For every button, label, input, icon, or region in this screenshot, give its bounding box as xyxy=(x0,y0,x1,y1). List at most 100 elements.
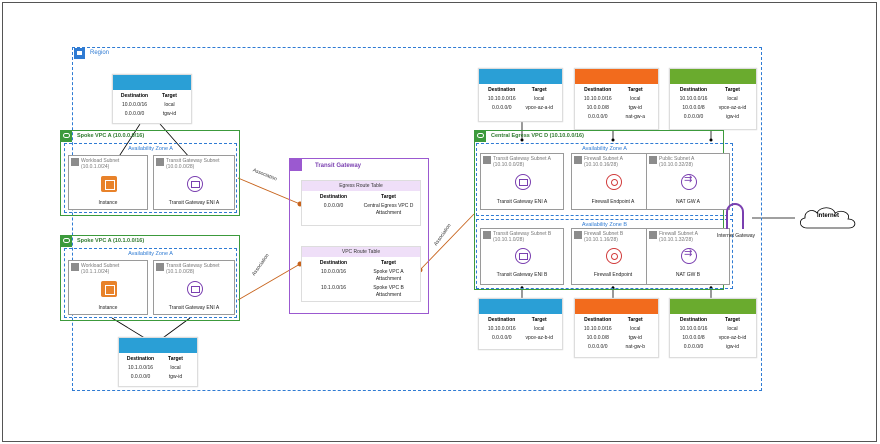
spoke-a-az-label: Availability Zone A xyxy=(128,146,173,152)
lock-icon xyxy=(156,158,164,166)
rt-cell: 0.0.0.0/0 xyxy=(323,203,344,209)
nat-gateway-label: NAT GW B xyxy=(675,272,701,278)
subnet-cidr: (10.1.1.0/24) xyxy=(81,269,110,275)
lock-icon xyxy=(156,263,164,271)
vpc-route-table-title: VPC Route Table xyxy=(302,247,420,257)
rt-cell: 0.0.0.0/0 xyxy=(492,105,512,111)
instance-icon xyxy=(101,176,117,192)
lock-icon xyxy=(574,156,582,164)
rt-col-target: Target xyxy=(168,356,183,362)
rt-cell: tgw-id xyxy=(628,335,642,341)
rt-cell: 0.0.0.0/0 xyxy=(683,344,704,350)
rt-cell: vpce-az-a-id xyxy=(525,105,553,111)
rt-cell: 10.10.0.0/16 xyxy=(679,96,708,102)
rt-cell: Spoke VPC A Attachment xyxy=(373,269,404,282)
spoke-b-workload-subnet: Workload Subnet(10.1.1.0/24) Instance xyxy=(68,260,148,315)
rt-cell: local xyxy=(534,96,545,102)
nat-gateway-label: NAT GW A xyxy=(676,199,700,205)
rt-col-destination: Destination xyxy=(488,87,516,93)
internet-gateway-label: Internet Gateway xyxy=(716,233,756,239)
egress-fw-subnet-a: Firewall Subnet A(10.10.0.16/28) Firewal… xyxy=(571,153,655,210)
subnet-name: Transit Gateway Subnet xyxy=(166,158,220,164)
rt-cell: 10.1.0.0/16 xyxy=(127,365,154,371)
rt-cell: 0.0.0.0/0 xyxy=(130,374,151,380)
egress-vpc xyxy=(474,130,724,290)
region-boundary xyxy=(72,47,762,391)
rt-cell: tgw-id xyxy=(162,111,177,117)
eni-label: Transit Gateway ENI A xyxy=(168,200,220,206)
rt-cell: 10.0.0.0/16 xyxy=(320,269,347,275)
rt-col-target: Target xyxy=(531,87,547,93)
firewall-endpoint-icon xyxy=(606,248,622,264)
rt-cell: tgw-id xyxy=(168,374,183,380)
rt-col-target: Target xyxy=(381,194,396,200)
rt-cell: 10.1.0.0/16 xyxy=(320,285,347,291)
rt-cell: 10.0.0.0/8 xyxy=(586,335,609,341)
rt-cell: vpce-az-b-id xyxy=(718,335,747,341)
rt-cell: 10.0.0.0/16 xyxy=(121,102,148,108)
nat-gateway-icon xyxy=(681,248,697,264)
spoke-b-tgw-subnet: Transit Gateway Subnet(10.1.0.0/28) Tran… xyxy=(153,260,235,315)
rt-col-destination: Destination xyxy=(584,317,612,323)
rt-cell: 10.10.0.0/16 xyxy=(583,96,612,102)
internet-gateway-icon xyxy=(726,203,744,229)
firewall-endpoint-label: Firewall Endpoint A xyxy=(591,199,635,205)
lock-icon xyxy=(71,263,79,271)
internet-label: Internet xyxy=(816,213,839,219)
vpc-cloud-icon xyxy=(477,133,484,138)
egress-tgw-subnet-a: Transit Gateway Subnet A(10.10.0.0/28) T… xyxy=(480,153,564,210)
rt-cell: local xyxy=(727,326,738,332)
eni-label: Transit Gateway ENI B xyxy=(496,272,548,278)
region-flag-icon xyxy=(74,48,85,59)
subnet-cidr: (10.10.1.32/28) xyxy=(659,237,693,243)
subnet-name: Transit Gateway Subnet A xyxy=(493,156,551,162)
transit-gateway-title: Transit Gateway xyxy=(315,163,362,169)
rt-col-target: Target xyxy=(627,317,643,323)
egress-az-b xyxy=(476,219,733,289)
egress-tgw-subnet-b: Transit Gateway Subnet B(10.10.1.0/28) T… xyxy=(480,228,564,285)
spoke-vpc-b xyxy=(60,235,240,321)
egress-az-a xyxy=(476,143,733,216)
rt-cell: 10.10.0.0/16 xyxy=(583,326,612,332)
rt-cell: Central Egress VPC D Attachment xyxy=(363,203,414,216)
spoke-vpc-a-label: Spoke VPC A (10.0.0.0/16) xyxy=(77,133,145,139)
instance-label: Instance xyxy=(98,305,118,311)
eni-icon xyxy=(515,174,531,190)
transit-gateway-icon xyxy=(289,158,302,171)
lock-icon xyxy=(649,156,657,164)
firewall-endpoint-icon xyxy=(606,174,622,190)
lock-icon xyxy=(71,158,79,166)
rt-cell: local xyxy=(727,96,738,102)
subnet-name: Firewall Subnet A xyxy=(584,156,623,162)
subnet-name: Workload Subnet xyxy=(81,263,120,269)
subnet-cidr: (10.1.0.0/28) xyxy=(166,269,195,275)
rt-cell: local xyxy=(630,96,641,102)
subnet-cidr: (10.10.0.0/28) xyxy=(493,162,525,168)
rt-cell: local xyxy=(630,326,641,332)
rt-cell: vpce-az-a-id xyxy=(718,105,747,111)
subnet-cidr: (10.10.0.16/28) xyxy=(584,162,618,168)
rt-col-destination: Destination xyxy=(319,194,348,200)
rt-cell: 0.0.0.0/0 xyxy=(492,335,512,341)
route-table-egress-fw-b: Destination Target 10.10.0.0/16 local 10.0… xyxy=(574,298,659,358)
rt-cell: 10.0.0.0/8 xyxy=(682,335,705,341)
subnet-cidr: (10.0.1.0/24) xyxy=(81,164,110,170)
rt-cell: tgw-id xyxy=(628,105,642,111)
subnet-cidr: (10.10.1.0/28) xyxy=(493,237,525,243)
spoke-b-az-label: Availability Zone A xyxy=(128,251,173,257)
eni-icon xyxy=(187,176,203,192)
vpc-cloud-icon xyxy=(63,238,70,243)
rt-col-target: Target xyxy=(627,87,643,93)
rt-col-target: Target xyxy=(725,317,740,323)
eni-icon xyxy=(515,248,531,264)
rt-cell: 10.10.0.0/16 xyxy=(679,326,708,332)
eni-label: Transit Gateway ENI A xyxy=(496,199,548,205)
rt-col-target: Target xyxy=(162,93,177,99)
rt-cell: 0.0.0.0/0 xyxy=(588,114,608,120)
